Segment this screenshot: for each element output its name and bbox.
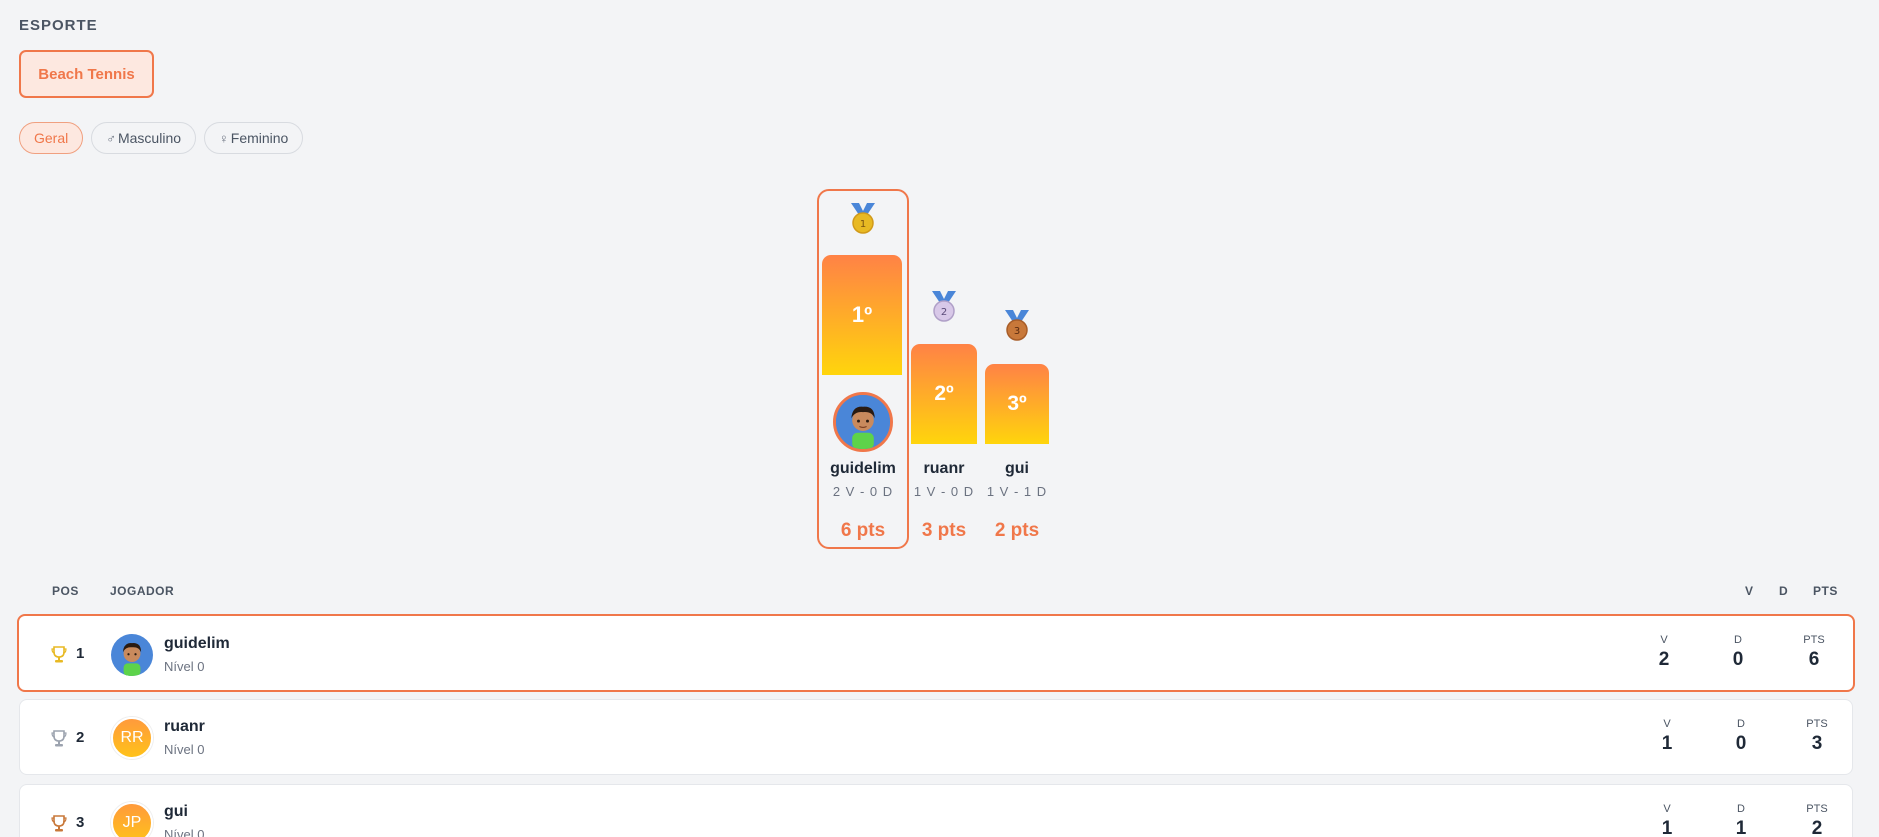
player-name: guidelim bbox=[164, 635, 230, 652]
player-level: Nível 0 bbox=[164, 659, 205, 674]
svg-text:2: 2 bbox=[941, 307, 947, 318]
podium-name: ruanr bbox=[923, 460, 965, 477]
silver-trophy-icon bbox=[51, 730, 67, 747]
podium-block-second: 2º bbox=[911, 344, 977, 444]
podium-points: 3 pts bbox=[921, 520, 967, 541]
gold-trophy-icon bbox=[51, 646, 67, 663]
podium-place: 2º bbox=[934, 382, 954, 405]
header-v: V bbox=[1745, 584, 1754, 598]
podium-place: 3º bbox=[1007, 392, 1027, 415]
stat-label: D bbox=[1734, 634, 1742, 646]
filter-feminino[interactable]: ♀Feminino bbox=[204, 122, 304, 154]
podium-third: 3 3º gui 1 V - 1 D 2 pts bbox=[985, 300, 1049, 549]
svg-text:3: 3 bbox=[1014, 326, 1020, 337]
stat-pts: PTS 6 bbox=[1789, 634, 1839, 671]
podium-block-first: 1º bbox=[822, 255, 902, 375]
player-name: gui bbox=[164, 803, 188, 820]
stat-label: V bbox=[1663, 803, 1671, 815]
row-position: 1 bbox=[76, 645, 85, 662]
header-d: D bbox=[1779, 584, 1789, 598]
silver-medal-icon: 2 bbox=[932, 291, 956, 322]
sport-section-label: ESPORTE bbox=[19, 17, 98, 34]
avatar: RR bbox=[111, 717, 153, 759]
stat-value: 2 bbox=[1811, 818, 1823, 837]
header-pos: POS bbox=[52, 584, 79, 598]
player-name: ruanr bbox=[164, 718, 205, 735]
podium-record: 1 V - 0 D bbox=[913, 484, 975, 499]
player-avatar-icon bbox=[836, 395, 890, 449]
stat-value: 3 bbox=[1811, 733, 1823, 754]
ranking-table-header: POS JOGADOR V D PTS bbox=[0, 584, 1879, 600]
podium-points: 6 pts bbox=[840, 520, 886, 541]
stat-label: V bbox=[1660, 634, 1668, 646]
bronze-medal-icon: 3 bbox=[1005, 310, 1029, 341]
sport-chip-beach-tennis[interactable]: Beach Tennis bbox=[19, 50, 154, 98]
stat-value: 1 bbox=[1735, 818, 1747, 837]
filter-masculino[interactable]: ♂Masculino bbox=[91, 122, 197, 154]
stat-value: 2 bbox=[1658, 649, 1670, 670]
male-icon: ♂ bbox=[106, 130, 116, 146]
stat-value: 6 bbox=[1808, 649, 1820, 670]
podium-record: 2 V - 0 D bbox=[832, 484, 894, 499]
player-level: Nível 0 bbox=[164, 742, 205, 757]
stat-value: 1 bbox=[1661, 733, 1673, 754]
svg-text:1: 1 bbox=[860, 219, 866, 230]
podium-name: gui bbox=[1005, 460, 1029, 477]
row-position: 2 bbox=[76, 729, 85, 746]
avatar: JP bbox=[111, 802, 153, 837]
filter-geral[interactable]: Geral bbox=[19, 122, 84, 154]
stat-value: 0 bbox=[1732, 649, 1744, 670]
row-position: 3 bbox=[76, 814, 85, 831]
filter-label: Geral bbox=[34, 130, 69, 146]
stat-pts: PTS 2 bbox=[1792, 803, 1842, 837]
player-avatar-icon bbox=[111, 634, 153, 676]
stat-label: PTS bbox=[1806, 718, 1828, 730]
podium-place: 1º bbox=[851, 302, 873, 327]
stat-value: 1 bbox=[1661, 818, 1673, 837]
filter-label: Masculino bbox=[117, 130, 182, 146]
podium-points: 2 pts bbox=[994, 520, 1040, 541]
filter-label: Feminino bbox=[230, 130, 289, 146]
player-level: Nível 0 bbox=[164, 827, 205, 837]
bronze-trophy-icon bbox=[51, 815, 67, 832]
gold-medal-icon: 1 bbox=[851, 203, 875, 234]
stat-label: D bbox=[1737, 718, 1745, 730]
first-place-highlight bbox=[817, 189, 909, 549]
podium-record: 1 V - 1 D bbox=[986, 484, 1048, 499]
podium-name: guidelim bbox=[830, 460, 896, 477]
stat-value: 0 bbox=[1735, 733, 1747, 754]
avatar bbox=[833, 392, 893, 452]
stat-pts: PTS 3 bbox=[1792, 718, 1842, 755]
podium-first: 1 1º guidelim 2 V - 0 D 6 pts bbox=[817, 189, 909, 549]
avatar bbox=[111, 634, 153, 676]
gender-filter-group: Geral ♂Masculino ♀Feminino bbox=[19, 122, 304, 154]
stat-label: V bbox=[1663, 718, 1671, 730]
header-player: JOGADOR bbox=[110, 584, 175, 598]
podium-block-third: 3º bbox=[985, 364, 1049, 444]
stat-label: PTS bbox=[1803, 634, 1825, 646]
header-pts: PTS bbox=[1813, 584, 1838, 598]
female-icon: ♀ bbox=[219, 130, 229, 146]
podium-second: 2 2º ruanr 1 V - 0 D 3 pts bbox=[911, 280, 977, 549]
avatar-initials: JP bbox=[122, 814, 142, 831]
stat-label: PTS bbox=[1806, 803, 1828, 815]
avatar-initials: RR bbox=[120, 729, 144, 746]
stat-label: D bbox=[1737, 803, 1745, 815]
